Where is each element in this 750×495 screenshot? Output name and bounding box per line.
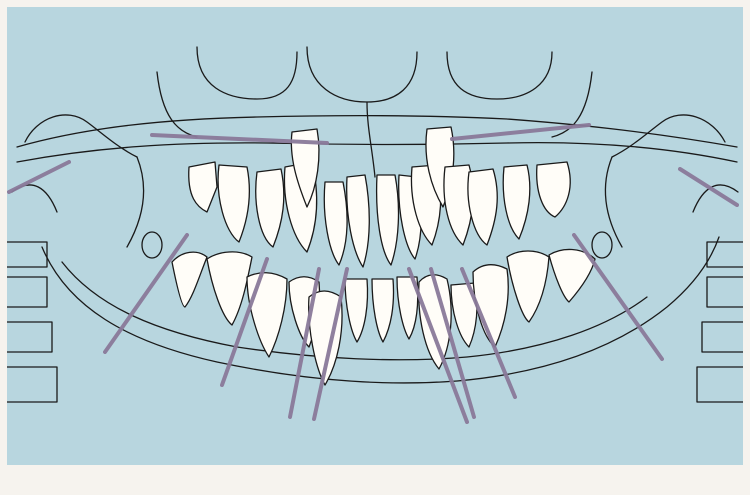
panoramic-dental-diagram [7,7,743,465]
diagram-background [7,7,743,465]
